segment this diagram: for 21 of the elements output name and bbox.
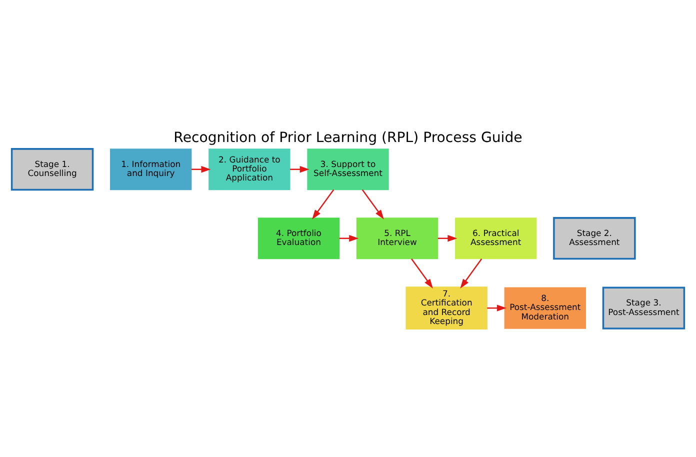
node-box: Stage 2. Assessment xyxy=(553,217,636,260)
node-box: 1. Information and Inquiry xyxy=(110,148,192,190)
arrow xyxy=(362,189,384,220)
node-box: 2. Guidance to Portfolio Application xyxy=(208,148,290,190)
arrow xyxy=(290,166,310,173)
arrow xyxy=(191,166,211,173)
arrow xyxy=(339,235,359,242)
node-box: 7. Certification and Record Keeping xyxy=(406,286,488,330)
node-box: 4. Portfolio Evaluation xyxy=(258,218,340,260)
arrow xyxy=(312,189,334,220)
diagram-title: Recognition of Prior Learning (RPL) Process Guide xyxy=(174,130,522,146)
node-box: Stage 1. Counselling xyxy=(10,148,94,191)
node-box: 6. Practical Assessment xyxy=(455,218,537,260)
arrow xyxy=(487,304,507,312)
arrow xyxy=(460,258,482,288)
node-box: 8. Post-Assessment Moderation xyxy=(504,287,586,329)
node-box: 3. Support to Self-Assessment xyxy=(307,148,389,190)
arrow xyxy=(411,258,433,288)
node-box: Stage 3. Post-Assessment xyxy=(602,286,686,330)
arrow xyxy=(438,235,458,242)
node-box: 5. RPL Interview xyxy=(356,218,438,260)
